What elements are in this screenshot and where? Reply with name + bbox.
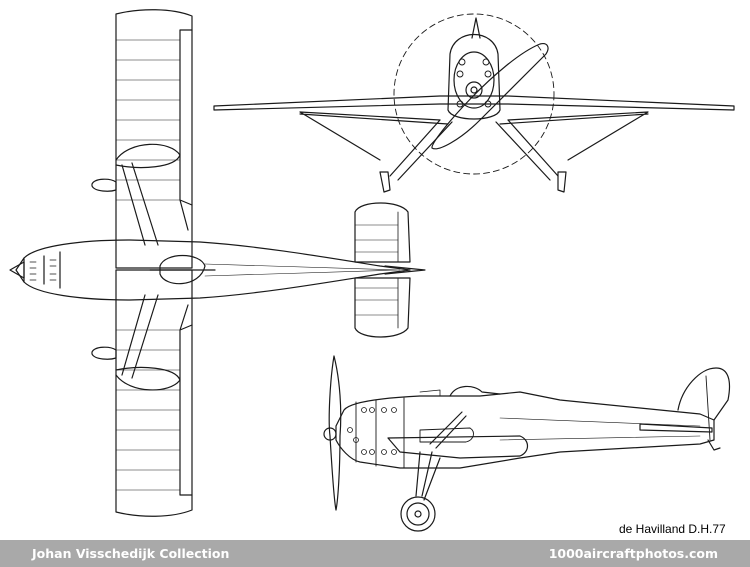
side-wing (387, 435, 529, 459)
front-propeller (431, 43, 549, 150)
tail-stripes (354, 224, 399, 316)
side-canopy (449, 385, 501, 397)
plan-fuselage (15, 239, 411, 301)
plan-cockpit (159, 255, 206, 285)
side-strut (429, 411, 467, 449)
lower-aileron (179, 304, 193, 496)
plan-cowling (23, 251, 61, 289)
side-wing-root (419, 427, 474, 443)
side-longeron (499, 417, 701, 441)
front-struts-left (299, 111, 449, 161)
lower-strut (121, 294, 159, 379)
front-view (213, 13, 735, 193)
front-cowling (453, 51, 495, 109)
side-tailplane (639, 423, 713, 433)
plan-view (9, 9, 426, 517)
front-fin (471, 17, 481, 39)
front-cylinders (456, 58, 492, 108)
upper-pod (91, 178, 117, 192)
plan-decking (204, 263, 401, 277)
upper-fairing (115, 143, 181, 169)
front-wheel-right (557, 171, 567, 193)
side-wheel (400, 496, 436, 532)
side-view (323, 355, 731, 532)
side-gear-leg (415, 451, 441, 501)
front-gear-left (389, 119, 453, 181)
three-view-drawing (9, 9, 735, 532)
side-tailskid (707, 439, 721, 451)
front-wheel-left (379, 171, 391, 193)
propeller-disc (393, 13, 555, 175)
plan-lower-wing (115, 269, 193, 517)
plan-tailplane-lower (354, 277, 411, 338)
front-gear-right (495, 119, 559, 181)
side-rudder-line (705, 375, 711, 441)
footer-site[interactable]: 1000aircraftphotos.com (548, 546, 718, 561)
footer-collection: Johan Visschedijk Collection (32, 546, 230, 561)
side-exhausts (347, 407, 397, 455)
plan-spinner (9, 261, 25, 279)
front-wing (213, 95, 735, 111)
plan-exhausts (29, 259, 57, 281)
plan-upper-wing (115, 9, 193, 269)
plan-rudder (384, 265, 426, 275)
side-propeller (328, 355, 342, 511)
lower-fairing (115, 366, 181, 391)
upper-aileron (179, 29, 193, 231)
wing-stripes (115, 39, 181, 491)
lower-pod (91, 346, 117, 360)
footer-bar: Johan Visschedijk Collection 1000aircraf… (0, 540, 750, 567)
front-fuselage (447, 33, 501, 120)
side-gunsight (419, 389, 441, 397)
side-cowling (355, 397, 405, 469)
aircraft-caption: de Havilland D.H.77 (619, 522, 726, 536)
front-struts-right (499, 111, 649, 161)
plan-tailplane-upper (354, 202, 411, 263)
front-hub (465, 81, 483, 99)
upper-strut (121, 162, 159, 246)
side-fin (677, 367, 731, 421)
